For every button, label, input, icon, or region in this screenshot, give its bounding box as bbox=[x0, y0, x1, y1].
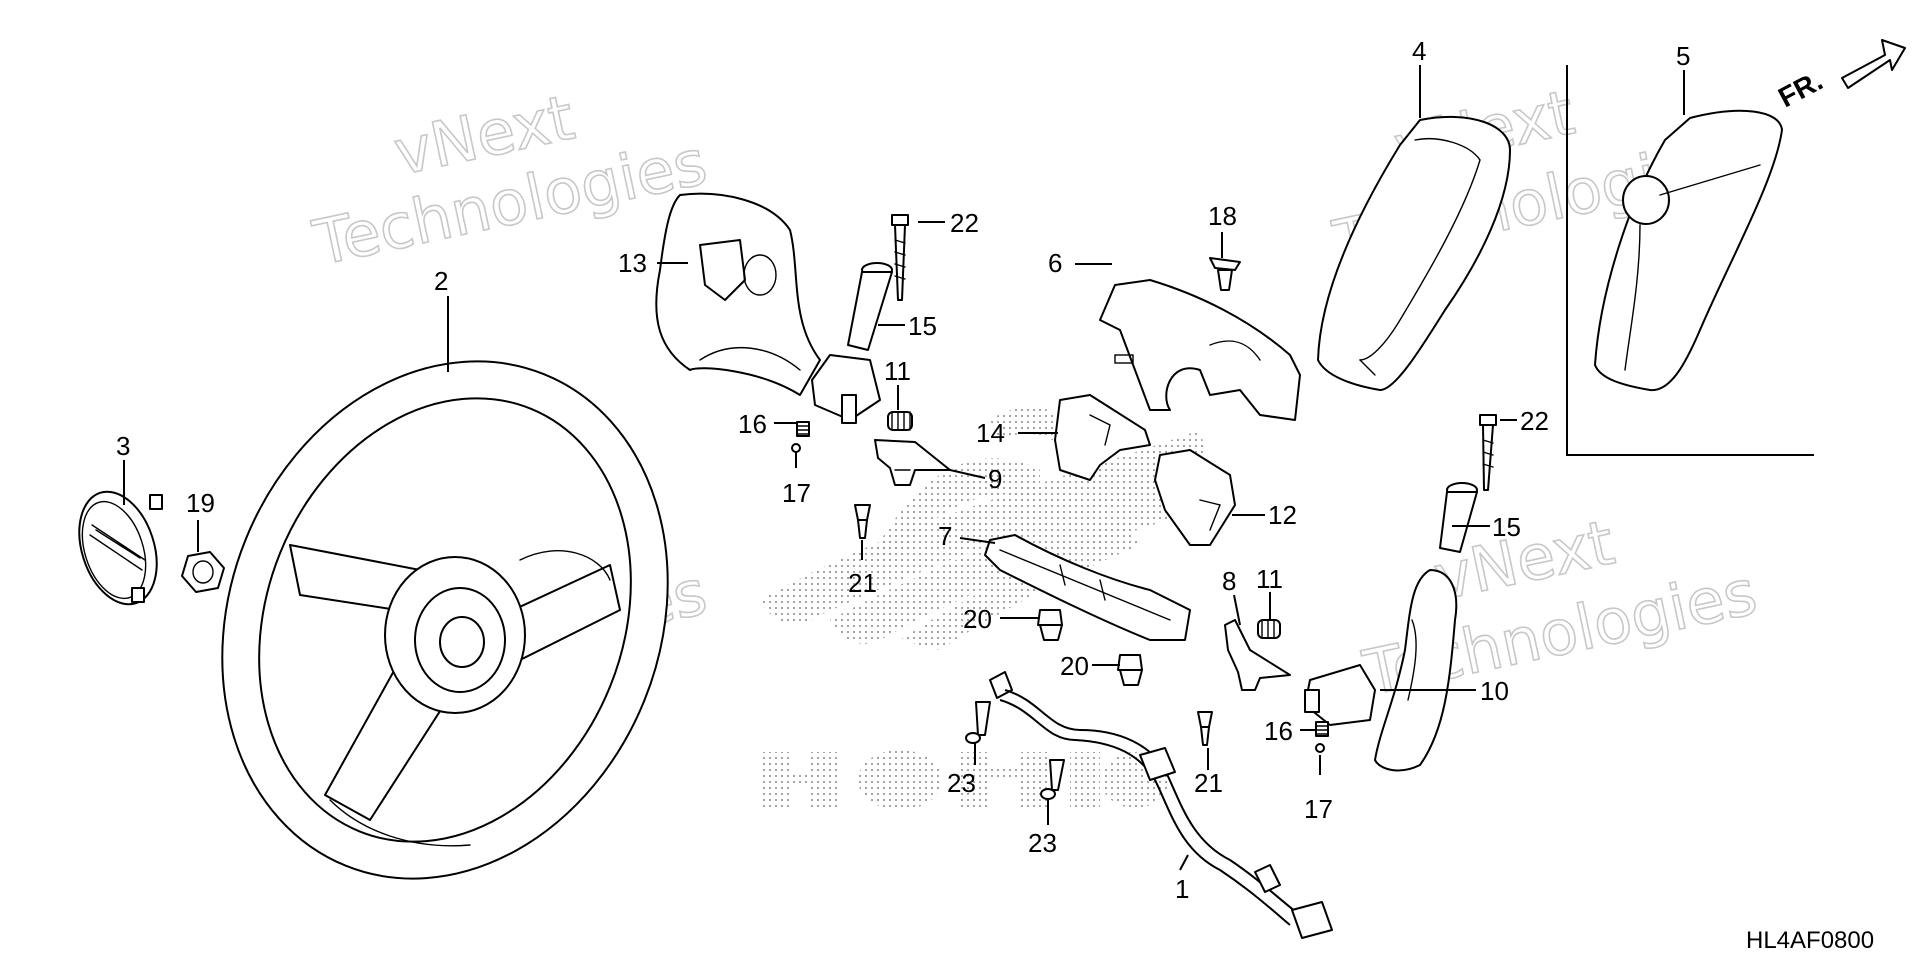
part-horn-cap-emblem bbox=[78, 490, 163, 606]
leader-lines bbox=[123, 65, 1685, 871]
callout-15-right: 15 bbox=[1492, 512, 1521, 542]
inset-alternate-part-box bbox=[1566, 65, 1814, 456]
front-direction-arrow: FR. bbox=[1773, 39, 1906, 114]
callout-22-left: 22 bbox=[950, 208, 979, 238]
part-clip-lower bbox=[1117, 654, 1143, 686]
callout-21-left: 21 bbox=[848, 568, 877, 598]
part-column-cover bbox=[1099, 279, 1301, 421]
part-clip-upper bbox=[1037, 609, 1063, 641]
part-collar-right bbox=[1439, 482, 1478, 553]
callout-18: 18 bbox=[1208, 201, 1237, 231]
part-ball-right bbox=[1315, 743, 1325, 753]
callout-23-right: 23 bbox=[1028, 828, 1057, 858]
part-right-switch-bracket bbox=[1304, 664, 1376, 726]
part-left-switch-bracket bbox=[811, 354, 881, 424]
callout-16-left: 16 bbox=[738, 409, 767, 439]
part-bracket-left-column bbox=[1054, 394, 1151, 481]
callout-2: 2 bbox=[434, 266, 448, 296]
part-spring-left bbox=[887, 411, 913, 431]
part-screw-center bbox=[1209, 257, 1241, 291]
part-pin-left bbox=[854, 504, 871, 539]
part-switch-plate-left bbox=[874, 439, 951, 486]
part-screw-right bbox=[1479, 414, 1497, 491]
callout-11-left: 11 bbox=[884, 356, 911, 386]
callout-6: 6 bbox=[1048, 248, 1062, 278]
callout-9: 9 bbox=[988, 464, 1002, 494]
part-nut bbox=[181, 551, 225, 593]
callout-13: 13 bbox=[618, 248, 647, 278]
callout-12: 12 bbox=[1268, 500, 1297, 530]
callout-5: 5 bbox=[1676, 41, 1690, 71]
part-wheel-pad-cover bbox=[1317, 115, 1511, 391]
part-bolt-left bbox=[965, 701, 991, 744]
callout-22-right: 22 bbox=[1520, 406, 1549, 436]
part-wheel-pad-alt bbox=[1594, 109, 1783, 392]
callout-14: 14 bbox=[976, 418, 1005, 448]
part-small-spring-left bbox=[796, 421, 810, 437]
part-left-switch-cover bbox=[655, 192, 821, 396]
callout-21-right: 21 bbox=[1194, 768, 1223, 798]
part-ball-left bbox=[791, 443, 801, 453]
callout-20-lower: 20 bbox=[1060, 651, 1089, 681]
callout-15-left: 15 bbox=[908, 311, 937, 341]
part-switch-body bbox=[984, 534, 1191, 641]
watermark-1: vNext Technologies bbox=[306, 80, 713, 281]
part-right-switch-cover bbox=[1374, 569, 1458, 772]
callout-4: 4 bbox=[1412, 36, 1426, 66]
part-screw-left bbox=[891, 214, 909, 301]
callout-17-left: 17 bbox=[782, 478, 811, 508]
part-switch-plate-right bbox=[1224, 619, 1291, 691]
callout-11-right: 11 bbox=[1256, 564, 1283, 594]
part-collar-left bbox=[847, 262, 893, 351]
callout-10: 10 bbox=[1480, 676, 1509, 706]
part-small-spring-right bbox=[1315, 721, 1329, 737]
part-bolt-right bbox=[1040, 759, 1065, 800]
part-wire-harness bbox=[989, 671, 1333, 939]
part-steering-wheel bbox=[221, 360, 669, 880]
diagram-code: HL4AF0800 bbox=[1746, 927, 1874, 954]
callout-labels: 1 2 3 4 5 6 7 8 9 10 11 11 12 13 14 15 1… bbox=[116, 36, 1690, 904]
callout-20-upper: 20 bbox=[963, 604, 992, 634]
callout-19: 19 bbox=[186, 488, 215, 518]
callout-17-right: 17 bbox=[1304, 794, 1333, 824]
callout-16-right: 16 bbox=[1264, 716, 1293, 746]
callout-7: 7 bbox=[938, 521, 952, 551]
callout-23-left: 23 bbox=[947, 768, 976, 798]
callout-8: 8 bbox=[1222, 566, 1236, 596]
part-pin-right bbox=[1197, 711, 1213, 746]
svg-text:FR.: FR. bbox=[1773, 65, 1827, 114]
callout-3: 3 bbox=[116, 431, 130, 461]
callout-1: 1 bbox=[1175, 874, 1189, 904]
honda-wordmark-background bbox=[760, 750, 1169, 810]
part-bracket-right-column bbox=[1154, 449, 1236, 546]
part-spring-right bbox=[1257, 619, 1281, 639]
